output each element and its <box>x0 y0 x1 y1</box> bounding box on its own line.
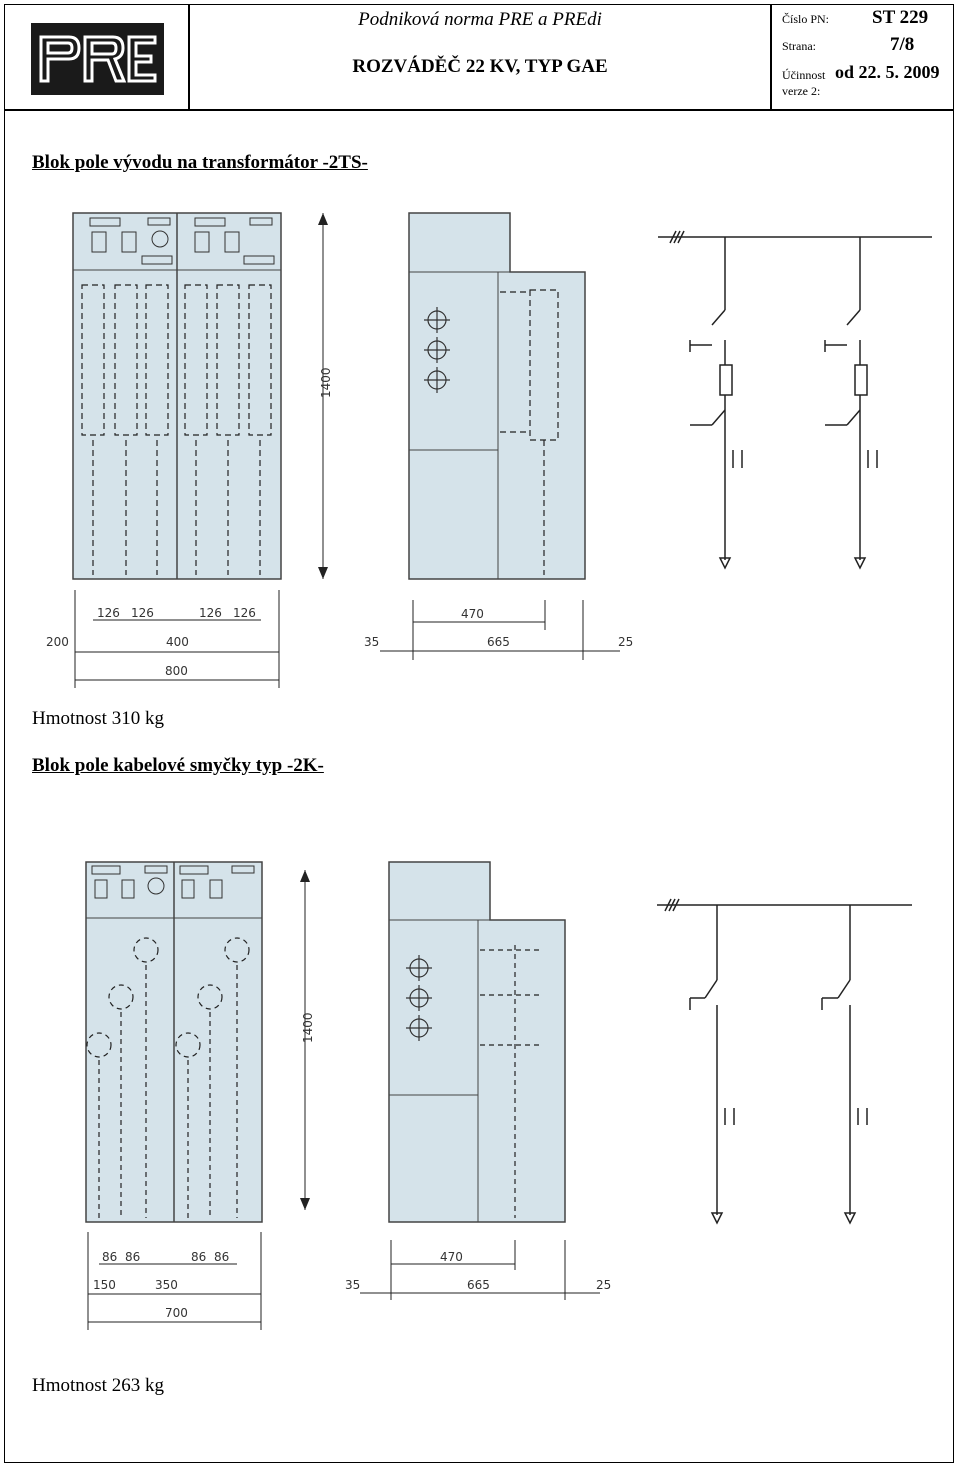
strana-label: Strana: <box>782 39 816 53</box>
dim-25-1: 25 <box>618 635 633 649</box>
cislo-value: ST 229 <box>872 7 929 28</box>
dim-35-2: 35 <box>345 1278 360 1292</box>
info-cell: Číslo PN: ST 229 Strana: 7/8 Účinnost ve… <box>772 4 954 109</box>
dim-350: 350 <box>155 1278 178 1292</box>
section1-title: Blok pole vývodu na transformátor -2TS- <box>32 152 368 173</box>
side-view-panel <box>408 212 586 580</box>
ucinnost-label: Účinnost <box>782 68 826 82</box>
dim-25-2: 25 <box>596 1278 611 1292</box>
dim-126-a: 126 <box>97 606 120 620</box>
title-cell: Podniková norma PRE a PREdi ROZVÁDĚČ 22 … <box>190 4 772 109</box>
page-border <box>4 4 954 1463</box>
dim-800: 800 <box>165 664 188 678</box>
dim-700: 700 <box>165 1306 188 1320</box>
logo-cell <box>4 4 190 109</box>
dim-470-1: 470 <box>461 607 484 621</box>
document-title: ROZVÁDĚČ 22 KV, TYP GAE <box>352 56 608 77</box>
norm-title: Podniková norma PRE a PREdi <box>358 9 602 30</box>
cislo-label: Číslo PN: <box>782 12 830 26</box>
dim-470-2: 470 <box>440 1250 463 1264</box>
dim-86-b: 86 <box>125 1250 140 1264</box>
verze-label: verze 2: <box>782 84 821 98</box>
section2-weight: Hmotnost 263 kg <box>32 1375 164 1396</box>
schematic-2k <box>657 898 912 1225</box>
pre-logo <box>31 23 164 95</box>
dim-35-1: 35 <box>364 635 379 649</box>
dim-126-b: 126 <box>131 606 154 620</box>
dim-86-c: 86 <box>191 1250 206 1264</box>
document-header: Podniková norma PRE a PREdi ROZVÁDĚČ 22 … <box>4 4 954 111</box>
dim-126-d: 126 <box>233 606 256 620</box>
height-dim-2: 1400 <box>301 1012 315 1043</box>
dim-86-a: 86 <box>102 1250 117 1264</box>
section2-title: Blok pole kabelové smyčky typ -2K- <box>32 755 324 776</box>
dim-400: 400 <box>166 635 189 649</box>
section1-weight: Hmotnost 310 kg <box>32 708 164 729</box>
pre-logo-mark <box>39 35 157 83</box>
section1-drawing: 1400 126 126 126 126 200 400 800 470 35 … <box>46 212 932 688</box>
height-dim-1: 1400 <box>319 367 333 398</box>
dim-200: 200 <box>46 635 69 649</box>
dim-665-2: 665 <box>467 1278 490 1292</box>
dim-86-d: 86 <box>214 1250 229 1264</box>
ucinnost-value: od 22. 5. 2009 <box>835 62 940 82</box>
dim-126-c: 126 <box>199 606 222 620</box>
side-view-panel-2 <box>388 861 566 1223</box>
schematic-2ts <box>658 230 932 570</box>
dim-150: 150 <box>93 1278 116 1292</box>
dim-665-1: 665 <box>487 635 510 649</box>
strana-value: 7/8 <box>890 34 915 55</box>
